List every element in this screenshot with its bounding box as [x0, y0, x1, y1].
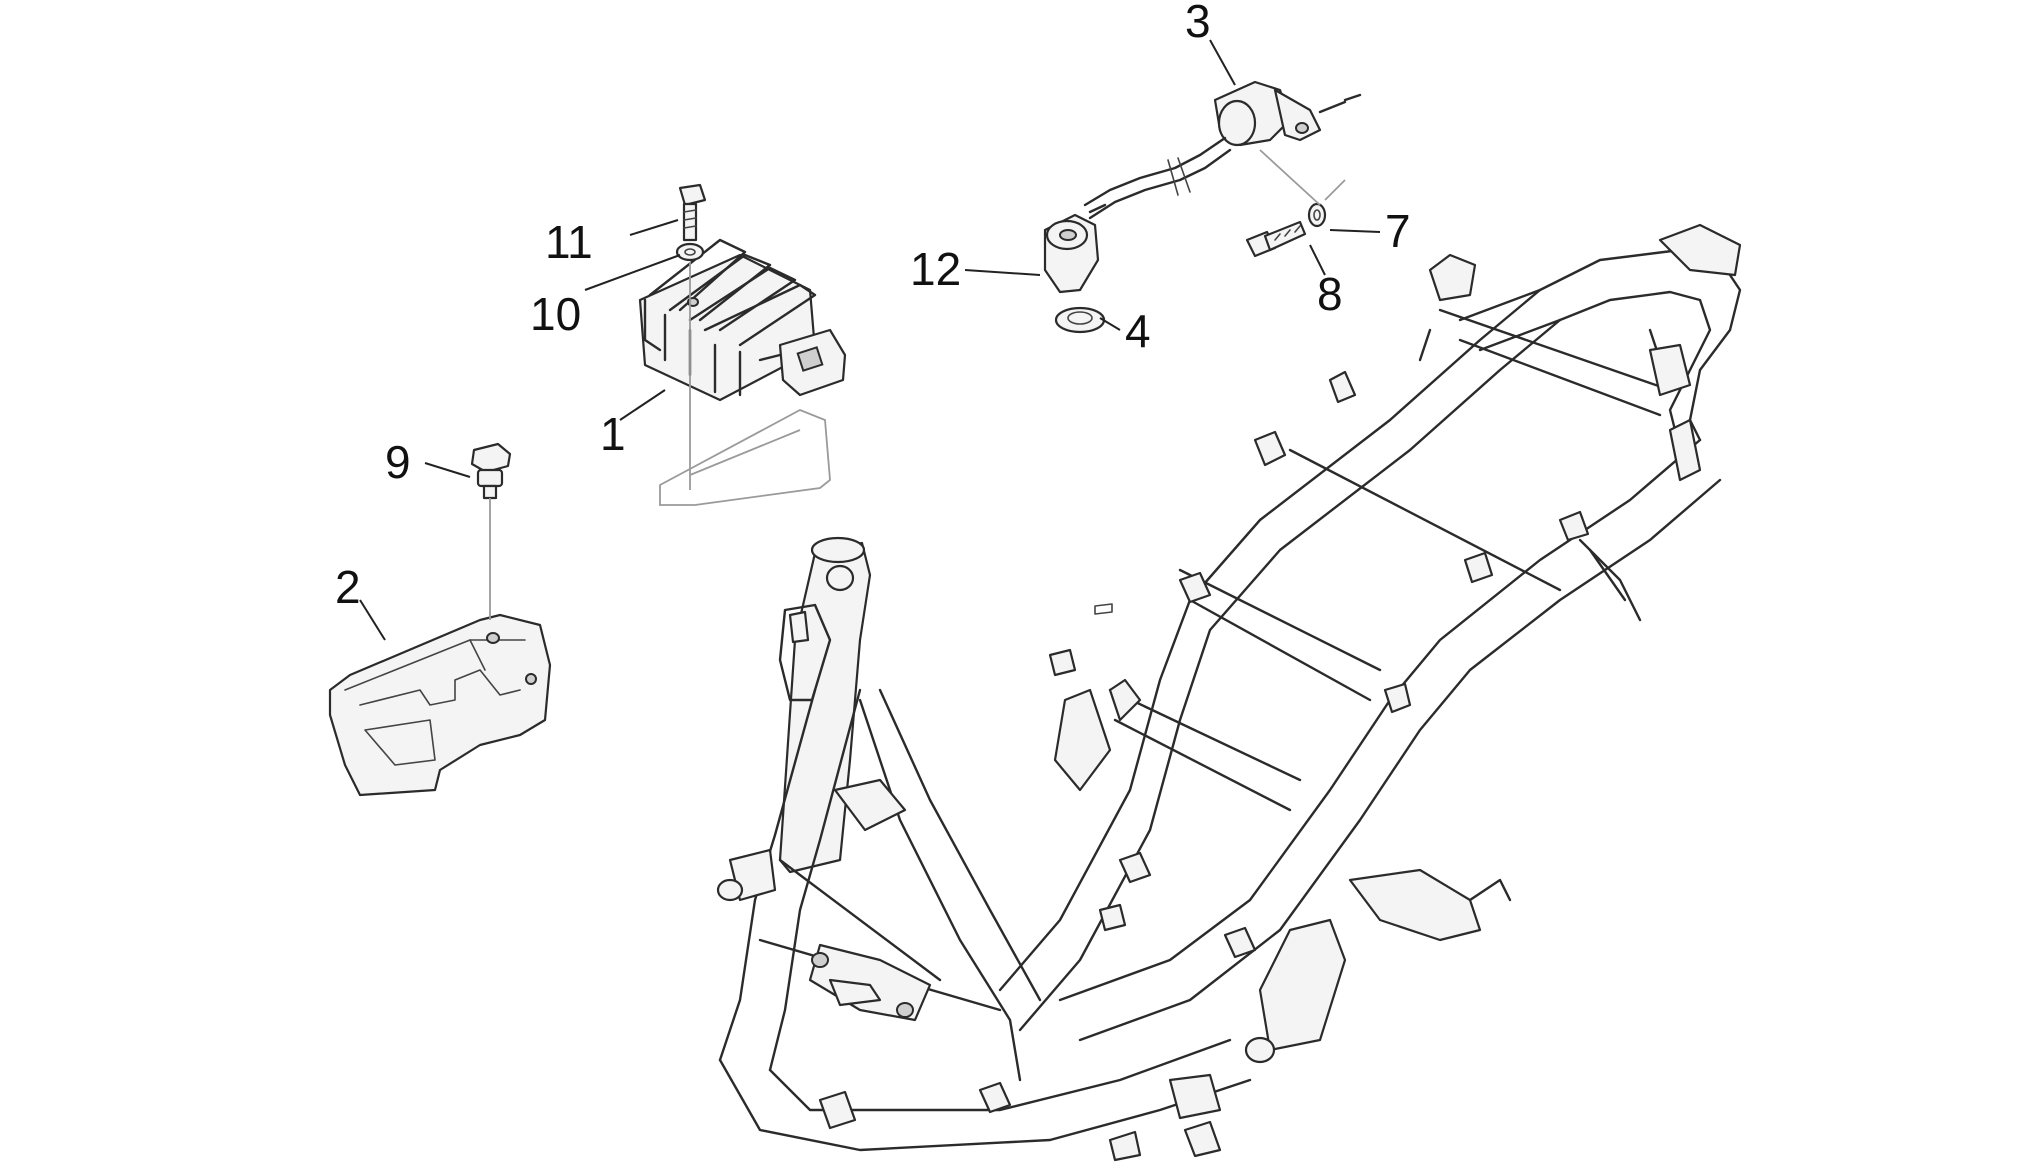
- scooter-frame: [716, 223, 1742, 1162]
- callout-9: 9: [385, 436, 411, 488]
- callout-3: 3: [1185, 0, 1211, 47]
- part-4-seal-ring: [1054, 306, 1106, 334]
- part-9-screw: [470, 442, 512, 620]
- callout-labels: 1 2 3 4 7 8 9 10 11 12: [335, 0, 1411, 613]
- callout-2: 2: [335, 561, 361, 613]
- callout-11: 11: [545, 216, 593, 268]
- part-7-washer: [1307, 202, 1327, 228]
- part-12-spark-plug-cap: [1043, 203, 1107, 294]
- leader-lines: [359, 39, 1381, 641]
- part-3-ignition-coil: [1083, 80, 1362, 220]
- part-1-voltage-regulator: [638, 238, 847, 506]
- part-11-bolt: [678, 183, 707, 242]
- part-2-cover-tray: [328, 613, 552, 797]
- callout-4: 4: [1125, 305, 1151, 357]
- callout-12: 12: [910, 243, 961, 295]
- callout-8: 8: [1317, 268, 1343, 320]
- part-10-washer: [675, 242, 705, 262]
- callout-10: 10: [530, 288, 581, 340]
- callout-7: 7: [1385, 205, 1411, 257]
- callout-1: 1: [600, 408, 626, 460]
- part-8-screw: [1245, 220, 1307, 258]
